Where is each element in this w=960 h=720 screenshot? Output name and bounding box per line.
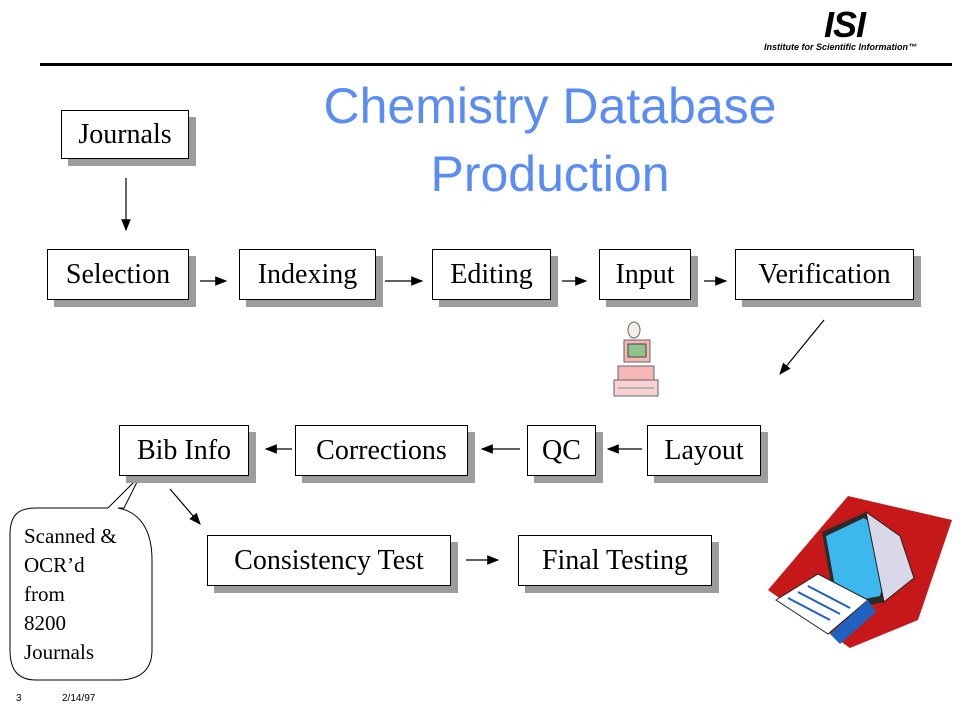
node-qc: QC: [527, 425, 596, 476]
node-selection: Selection: [47, 249, 189, 300]
node-verification: Verification: [735, 249, 914, 300]
computer-user-icon: [613, 321, 659, 397]
node-indexing-label: Indexing: [257, 258, 358, 290]
arrow-bibinfo-consistency: [169, 488, 201, 525]
node-final-testing-label: Final Testing: [541, 544, 689, 576]
node-corrections: Corrections: [295, 425, 468, 476]
node-consistency-test-label: Consistency Test: [234, 544, 424, 576]
node-layout-label: Layout: [664, 434, 744, 466]
header-rule: [40, 63, 952, 66]
slide-title: Chemistry Database Production: [230, 72, 870, 208]
node-input: Input: [599, 249, 691, 300]
node-bib-info: Bib Info: [119, 425, 249, 476]
callout-bubble: [9, 475, 153, 681]
scanned-callout: Scanned & OCR’d from 8200 Journals: [24, 522, 117, 667]
node-layout: Layout: [647, 425, 761, 476]
node-qc-label: QC: [542, 434, 581, 466]
callout-line: OCR’d: [24, 553, 85, 577]
logo-subtitle: Institute for Scientific Information™: [764, 42, 918, 52]
node-editing-label: Editing: [450, 258, 533, 290]
callout-line: Journals: [24, 640, 94, 664]
node-bib-info-label: Bib Info: [136, 434, 232, 466]
node-journals-label: Journals: [78, 118, 172, 150]
title-line-1: Chemistry Database: [323, 78, 777, 134]
node-indexing: Indexing: [239, 249, 376, 300]
node-input-label: Input: [615, 258, 675, 290]
callout-line: 8200: [24, 611, 66, 635]
node-selection-label: Selection: [65, 258, 171, 290]
page-number: 3: [16, 693, 22, 704]
arrow-verification-layout: [779, 319, 825, 375]
logo-mark: ISI: [824, 4, 866, 45]
node-journals: Journals: [61, 110, 189, 159]
slide-date: 2/14/97: [62, 693, 96, 704]
node-consistency-test: Consistency Test: [207, 535, 451, 586]
callout-line: Scanned &: [24, 524, 117, 548]
title-line-2: Production: [430, 146, 670, 202]
node-editing: Editing: [432, 249, 551, 300]
node-corrections-label: Corrections: [316, 434, 447, 466]
node-final-testing: Final Testing: [518, 535, 712, 586]
node-verification-label: Verification: [758, 258, 891, 290]
computer-book-clipart: [768, 496, 952, 648]
callout-line: from: [24, 582, 65, 606]
